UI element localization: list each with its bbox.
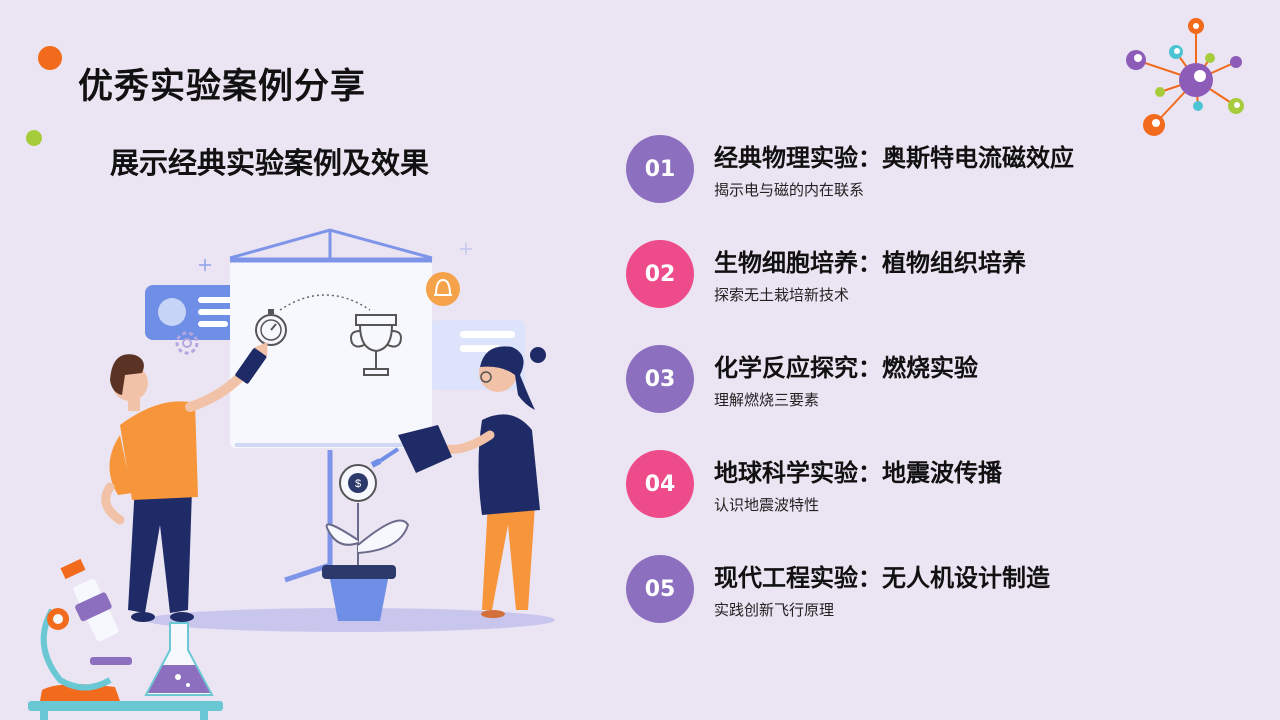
microscope-icon bbox=[40, 558, 132, 701]
lab-bench bbox=[28, 701, 223, 711]
gear-icon bbox=[175, 331, 199, 355]
list-item: 05 现代工程实验：无人机设计制造 实践创新飞行原理 bbox=[626, 555, 1246, 625]
trophy-icon bbox=[350, 314, 402, 376]
number-badge: 04 bbox=[626, 450, 694, 518]
list-item: 03 化学反应探究：燃烧实验 理解燃烧三要素 bbox=[626, 345, 1246, 415]
bell-icon bbox=[426, 272, 460, 306]
number-badge: 03 bbox=[626, 345, 694, 413]
item-description: 理解燃烧三要素 bbox=[714, 391, 820, 409]
item-title: 地球科学实验：地震波传播 bbox=[714, 459, 1002, 487]
svg-text:$: $ bbox=[355, 478, 361, 490]
woman-character bbox=[435, 346, 546, 618]
item-title: 经典物理实验：奥斯特电流磁效应 bbox=[714, 144, 1074, 172]
decorative-dot-green bbox=[26, 130, 42, 146]
whiteboard bbox=[230, 260, 432, 448]
stopwatch-icon bbox=[255, 309, 287, 346]
molecule-icon bbox=[1126, 18, 1244, 136]
number-badge: 01 bbox=[626, 135, 694, 203]
number-badge: 02 bbox=[626, 240, 694, 308]
page-subtitle: 展示经典实验案例及效果 bbox=[110, 146, 430, 180]
pencil-icon bbox=[235, 342, 268, 384]
decorative-dot-orange bbox=[38, 46, 62, 70]
man-character bbox=[101, 354, 245, 622]
item-description: 实践创新飞行原理 bbox=[714, 601, 835, 619]
flower-pot-rim bbox=[322, 565, 396, 579]
flask-icon bbox=[144, 622, 214, 696]
item-description: 探索无土栽培新技术 bbox=[714, 286, 850, 304]
item-title: 化学反应探究：燃烧实验 bbox=[714, 354, 978, 382]
watering-can-icon bbox=[370, 425, 452, 473]
list-item: 01 经典物理实验：奥斯特电流磁效应 揭示电与磁的内在联系 bbox=[626, 135, 1246, 205]
list-item: 02 生物细胞培养：植物组织培养 探索无土栽培新技术 bbox=[626, 240, 1246, 310]
list-item: 04 地球科学实验：地震波传播 认识地震波特性 bbox=[626, 450, 1246, 520]
item-title: 现代工程实验：无人机设计制造 bbox=[714, 564, 1050, 592]
page-title: 优秀实验案例分享 bbox=[78, 67, 367, 107]
number-badge: 05 bbox=[626, 555, 694, 623]
item-description: 揭示电与磁的内在联系 bbox=[714, 181, 865, 199]
item-title: 生物细胞培养：植物组织培养 bbox=[714, 249, 1026, 277]
item-description: 认识地震波特性 bbox=[714, 496, 820, 514]
science-illustration: $ bbox=[28, 228, 555, 720]
dollar-coin-icon: $ bbox=[339, 464, 377, 502]
